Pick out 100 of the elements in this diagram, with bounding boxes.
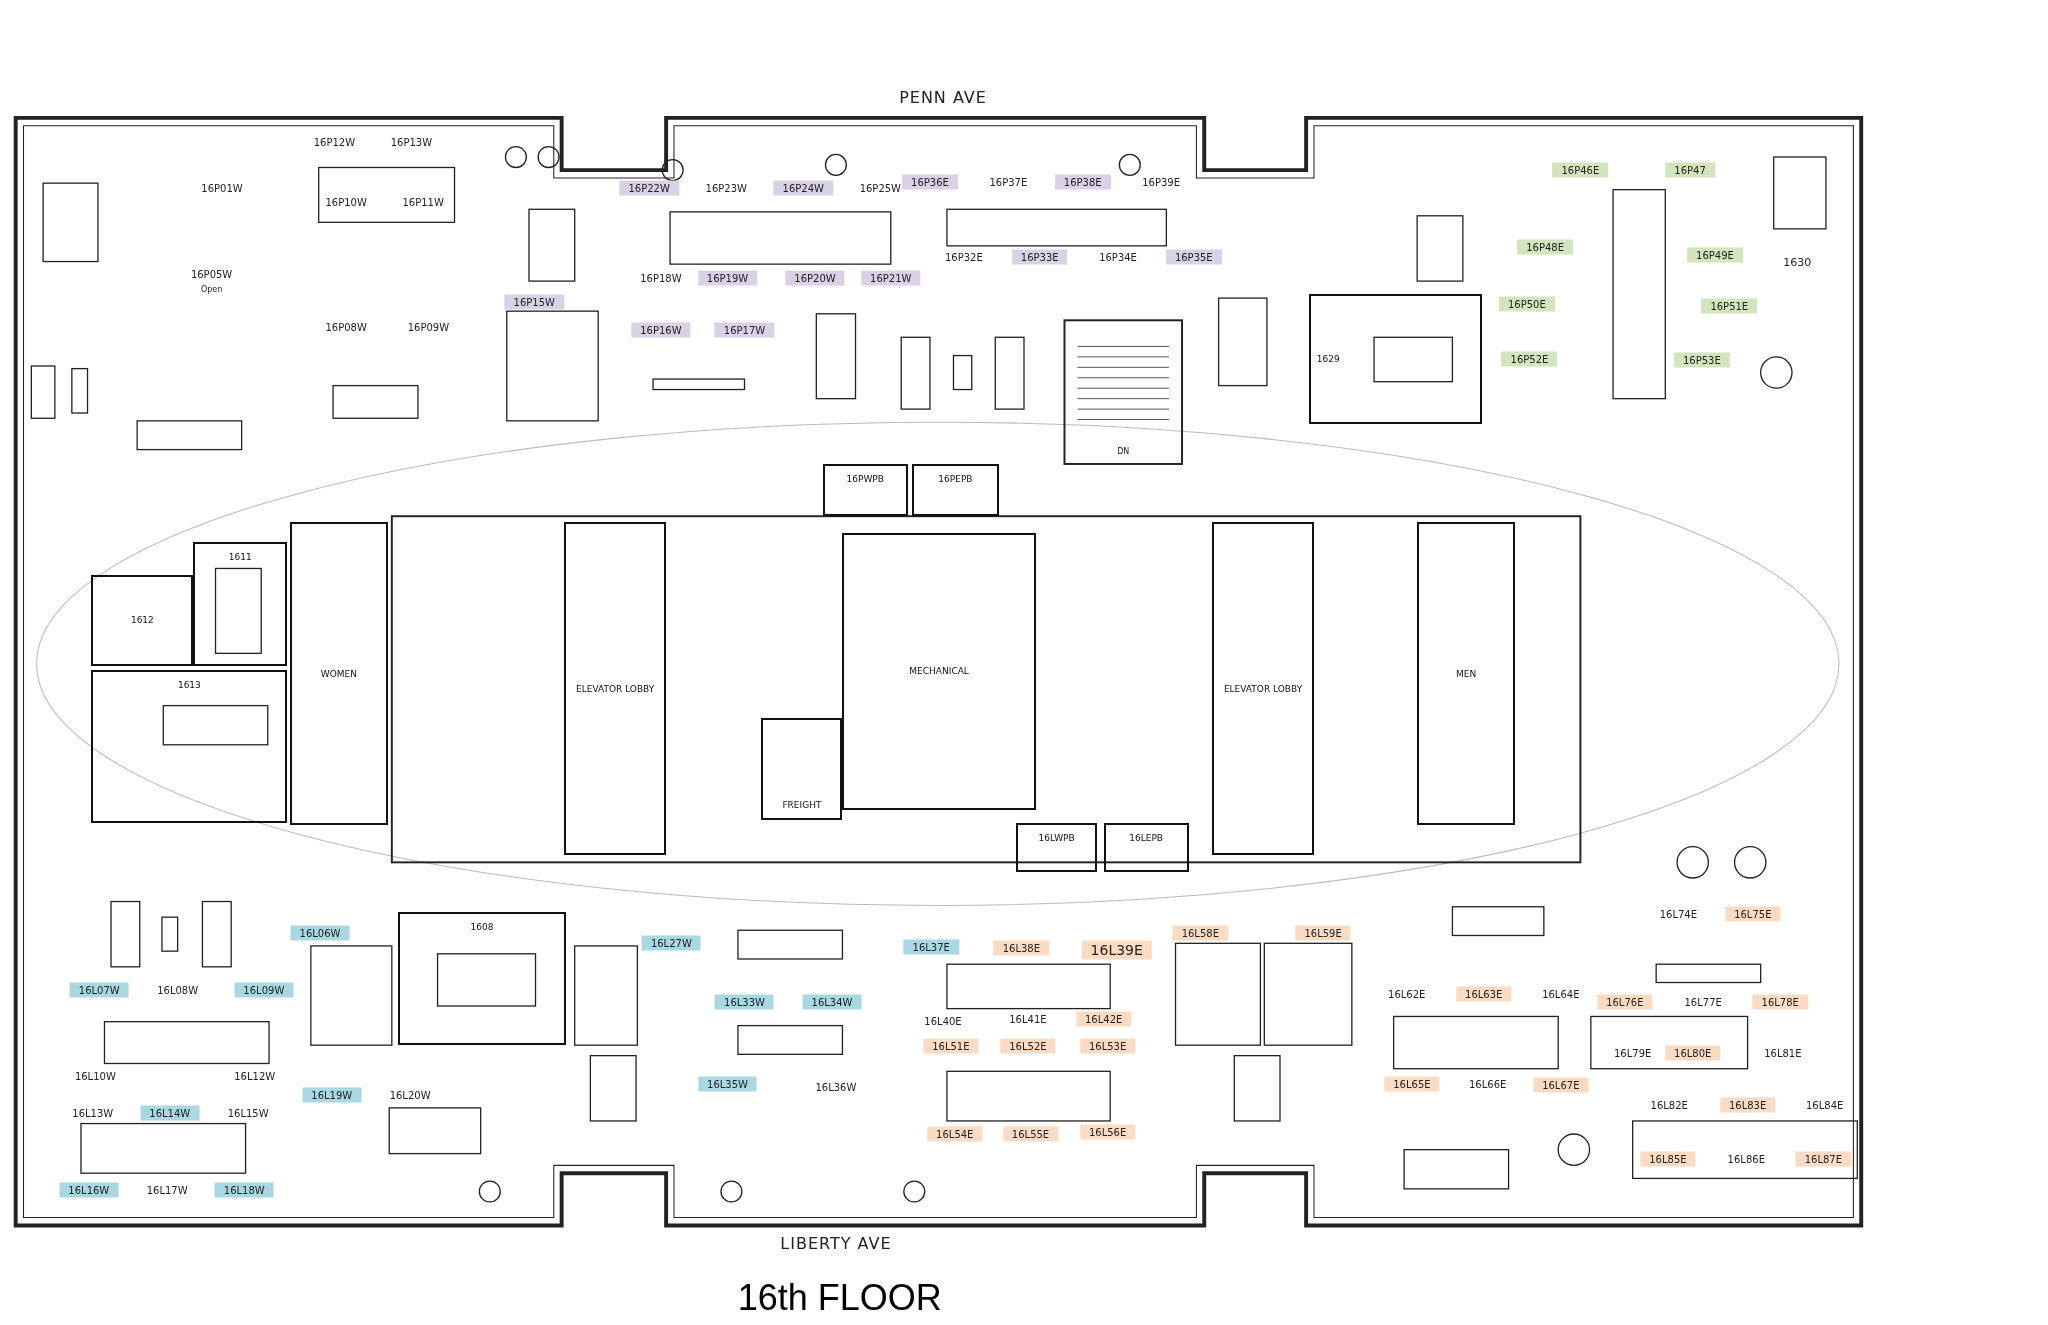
room-outline xyxy=(1016,822,1098,873)
desk-label: 16P18W xyxy=(640,271,682,285)
room-outline xyxy=(1308,293,1483,425)
desk-label: 16L06W xyxy=(290,925,350,941)
desk-label: 16L79E xyxy=(1613,1046,1652,1060)
room-outline xyxy=(564,522,667,856)
desk-label: 16L76E xyxy=(1597,994,1653,1010)
desk-label: 16L07W xyxy=(69,982,129,998)
room-label: MEN xyxy=(1456,668,1477,679)
floor-title: 16th FLOOR xyxy=(737,1277,942,1320)
room-label: 1612 xyxy=(130,615,154,626)
desk-label: 16P13W xyxy=(390,135,433,149)
desk-label: 16L39E xyxy=(1081,940,1152,960)
room-label: ELEVATOR LOBBY xyxy=(1223,683,1303,694)
desk-label: 16P47 xyxy=(1665,162,1715,178)
desk-label: 16P46E xyxy=(1552,162,1609,178)
room-label: 1611 xyxy=(228,552,252,563)
desk-label: 16P38E xyxy=(1054,174,1111,190)
desk-label: 16L14W xyxy=(140,1105,200,1121)
desk-label: 16P12W xyxy=(313,135,356,149)
desk-label: 16P09W xyxy=(407,320,450,333)
desk-label: 16L75E xyxy=(1725,906,1781,922)
desk-label: 16P22W xyxy=(619,180,679,196)
room-label: 16PEPB xyxy=(938,473,973,484)
desk-label: 16L58E xyxy=(1172,925,1228,941)
desk-label: 16L62E xyxy=(1388,987,1426,1001)
desk-label: 16P33E xyxy=(1011,249,1068,265)
desk-label: 16L51E xyxy=(923,1038,979,1054)
room-number: 1630 xyxy=(1783,255,1812,270)
desk-label: 16P05W xyxy=(190,267,233,281)
desk-label: 16P49E xyxy=(1687,247,1743,263)
room-outline xyxy=(398,911,566,1045)
desk-label: 16P23W xyxy=(705,181,747,195)
desk-label: 16L42E xyxy=(1076,1011,1132,1027)
desk-label: 16P24W xyxy=(773,180,833,196)
desk-label: 16P34E xyxy=(1099,250,1137,264)
room-outline xyxy=(1103,822,1189,873)
desk-label: 16L66E xyxy=(1469,1077,1507,1091)
desk-label: 16L55E xyxy=(1002,1126,1059,1142)
desk-label: 16L13W xyxy=(72,1106,114,1120)
desk-label: 16L78E xyxy=(1752,994,1808,1010)
desk-label: 16L53E xyxy=(1079,1038,1136,1054)
room-label: 1629 xyxy=(1316,354,1340,365)
room-outline xyxy=(91,670,288,823)
desk-label: 16P32E xyxy=(945,250,983,264)
desk-label: 16P19W xyxy=(697,270,758,286)
desk-label: 16L74E xyxy=(1659,907,1698,921)
desk-label: 16L80E xyxy=(1665,1045,1721,1061)
street-name: PENN AVE xyxy=(899,87,987,107)
desk-label: 16P52E xyxy=(1501,351,1558,367)
desk-label: 16L38E xyxy=(993,940,1050,956)
desk-label: 16L19W xyxy=(302,1087,362,1102)
desk-label: 16P25W xyxy=(859,181,901,195)
desk-label: 16L82E xyxy=(1650,1098,1688,1112)
desk-label: 16L16W xyxy=(59,1182,119,1198)
desk-label: 16L15W xyxy=(227,1106,269,1120)
room-label: WOMEN xyxy=(320,668,357,679)
room-outline xyxy=(761,718,843,821)
desk-label: 16L33W xyxy=(715,994,774,1010)
desk-label: 16P15W xyxy=(504,294,564,310)
note-label: DN xyxy=(1117,445,1130,457)
room-outline xyxy=(911,463,1000,516)
room-label: MECHANICAL xyxy=(909,666,969,677)
desk-label: 16L77E xyxy=(1684,995,1722,1009)
desk-label: 16L34W xyxy=(802,994,862,1010)
street-name: LIBERTY AVE xyxy=(780,1233,892,1253)
desk-label: 16L17W xyxy=(146,1183,188,1197)
room-outline xyxy=(1417,522,1516,826)
room-outline xyxy=(91,574,194,667)
room-label: 16LEPB xyxy=(1129,832,1163,843)
desk-label: 16L65E xyxy=(1384,1076,1440,1092)
desk-label: 16L35W xyxy=(698,1076,757,1092)
desk-label: 16P11W xyxy=(402,195,444,209)
desk-label: 16L08W xyxy=(157,983,199,997)
desk-label: 16L10W xyxy=(74,1069,116,1083)
desk-label: 16P35E xyxy=(1165,249,1222,265)
room-outline xyxy=(193,542,288,667)
desk-label: 16L37E xyxy=(903,939,959,955)
desk-label: 16P51E xyxy=(1701,298,1758,314)
desk-label: 16P39E xyxy=(1142,175,1181,189)
desk-label: 16P21W xyxy=(861,270,921,286)
desk-label: 16P01W xyxy=(201,181,243,195)
desk-label: 16P16W xyxy=(631,322,691,338)
desk-label: 16P53E xyxy=(1673,353,1730,368)
room-label: FREIGHT xyxy=(782,800,822,811)
desk-label: 16L41E xyxy=(1009,1012,1047,1026)
desk-label: 16P48E xyxy=(1517,239,1574,255)
desk-label: 16L84E xyxy=(1805,1098,1844,1112)
room-label: ELEVATOR LOBBY xyxy=(576,683,655,694)
desk-label: 16P37E xyxy=(989,175,1028,189)
desk-label: 16P10W xyxy=(325,195,367,209)
room-outline xyxy=(289,522,388,826)
room-outline xyxy=(822,463,908,516)
note-label: Open xyxy=(200,283,223,295)
desk-label: 16L18W xyxy=(214,1182,274,1198)
desk-label: 16P20W xyxy=(785,270,845,286)
room-outline xyxy=(842,532,1036,810)
room-label: 16LWPB xyxy=(1038,832,1075,843)
desk-label: 16P08W xyxy=(325,320,367,333)
desk-label: 16P17W xyxy=(714,322,775,338)
